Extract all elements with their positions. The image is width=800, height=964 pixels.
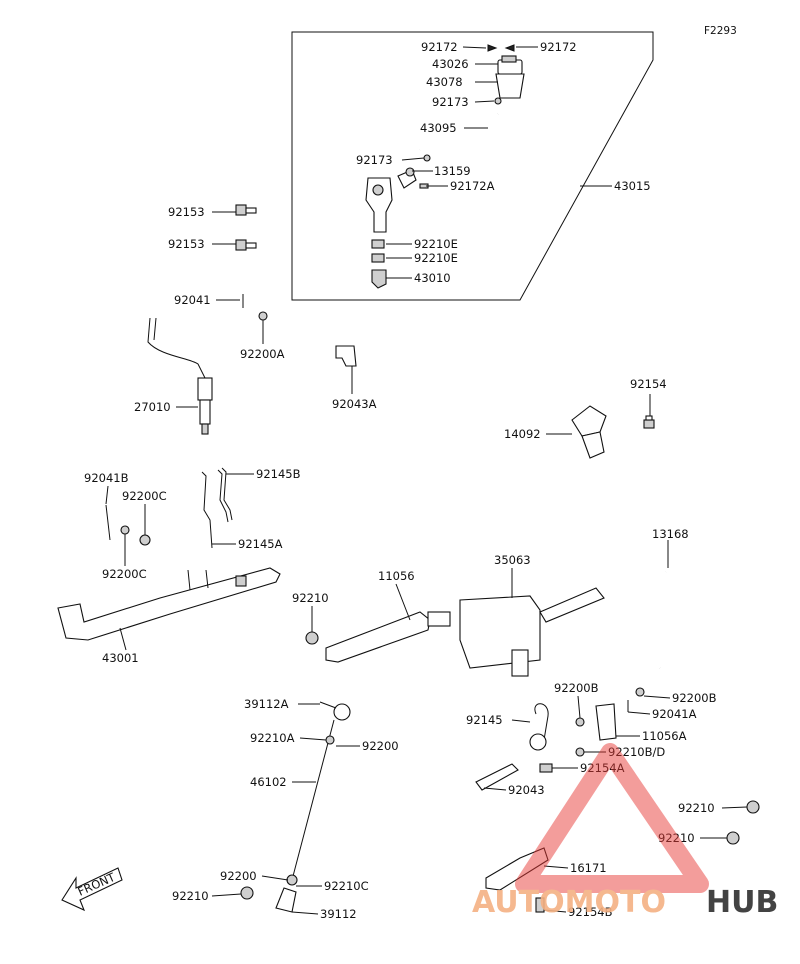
label-16171: 16171 (570, 861, 607, 875)
label-92200B-left: 92200B (554, 681, 599, 695)
nut-92210BD (575, 747, 585, 757)
label-92200B-right: 92200B (672, 691, 717, 705)
brake-switch-27010 (147, 317, 213, 435)
washer-92200B-left (575, 717, 585, 727)
bracket-92043A (335, 345, 357, 367)
lever-11056A (595, 703, 617, 741)
reservoir-body (495, 73, 525, 99)
label-92172-left: 92172 (421, 40, 458, 54)
label-92153-bottom: 92153 (168, 237, 205, 251)
joint-43010 (371, 269, 387, 289)
watermark-logo: AUTOMOTO HUB (472, 743, 778, 920)
label-14092: 14092 (504, 427, 541, 441)
label-92173-mid: 92173 (356, 153, 393, 167)
label-92154: 92154 (630, 377, 667, 391)
reservoir-cap (497, 55, 523, 75)
nut-92210-center (305, 631, 319, 645)
label-92043A: 92043A (332, 397, 377, 411)
label-92210E-top: 92210E (414, 237, 458, 251)
label-92145B: 92145B (256, 467, 301, 481)
lever-11056 (325, 611, 451, 663)
clip-92210E-b (371, 253, 385, 263)
label-92210BD: 92210B/D (608, 745, 665, 759)
pin-92043 (475, 763, 519, 791)
shaft-assembly-35063 (459, 587, 605, 677)
part-labels: 92172 92172 43026 43078 92173 43095 9217… (84, 40, 717, 921)
bolt-92154 (643, 415, 655, 429)
nut-92210-right-b (726, 831, 740, 845)
label-11056A: 11056A (642, 729, 687, 743)
brake-pedal-43001 (57, 567, 281, 641)
label-92200C-top: 92200C (122, 489, 167, 503)
label-92041B: 92041B (84, 471, 129, 485)
label-27010: 27010 (134, 400, 171, 414)
nut-92210-right-a (746, 800, 760, 814)
watermark-text-auto: AUTOMOTO (472, 885, 666, 920)
washer-92200C-a (120, 525, 130, 535)
label-43001: 43001 (102, 651, 139, 665)
watermark-triangle (515, 743, 709, 893)
label-43010: 43010 (414, 271, 451, 285)
label-92173-top: 92173 (432, 95, 469, 109)
label-13159: 13159 (434, 164, 471, 178)
label-43026: 43026 (432, 57, 469, 71)
label-46102: 46102 (250, 775, 287, 789)
master-cylinder (365, 169, 417, 233)
spring-92145 (529, 703, 549, 751)
label-92145A: 92145A (238, 537, 283, 551)
label-92200C-bottom: 92200C (102, 567, 147, 581)
label-92210-bottom: 92210 (172, 889, 209, 903)
hose-43095 (419, 113, 500, 152)
label-92210A: 92210A (250, 731, 295, 745)
label-92200A: 92200A (240, 347, 285, 361)
clip-92210E-a (371, 239, 385, 249)
label-13168: 13168 (652, 527, 689, 541)
bolt-92154B (535, 897, 545, 913)
spring-92145B (201, 467, 233, 549)
washer-92200A (258, 311, 268, 321)
rod-46102 (275, 701, 351, 913)
label-43015: 43015 (614, 179, 651, 193)
nut-92210-bottom (240, 886, 254, 900)
label-92210E-bottom: 92210E (414, 251, 458, 265)
assembly-box-43015 (291, 31, 654, 301)
label-92145: 92145 (466, 713, 503, 727)
cotter-pin-92041B (105, 504, 111, 541)
label-92172-right: 92172 (540, 40, 577, 54)
label-92210C: 92210C (324, 879, 369, 893)
cap-14092 (571, 405, 607, 459)
label-35063: 35063 (494, 553, 531, 567)
front-label: FRONT (76, 870, 118, 899)
label-39112A: 39112A (244, 697, 289, 711)
label-92210-center: 92210 (292, 591, 329, 605)
label-92154A: 92154A (580, 761, 625, 775)
diagram-ref-code: F2293 (704, 25, 737, 37)
bolt-92153-a (235, 204, 257, 216)
watermark-text-hub: HUB (706, 885, 778, 920)
label-43078: 43078 (426, 75, 463, 89)
label-92210-right-top: 92210 (678, 801, 715, 815)
label-92200-bottom: 92200 (220, 869, 257, 883)
bolt-92154A (539, 763, 553, 773)
washer-92200C-b (139, 534, 151, 546)
label-92041A: 92041A (652, 707, 697, 721)
leader-lines (105, 46, 748, 915)
label-92153-top: 92153 (168, 205, 205, 219)
bolt-92153-b (235, 239, 257, 251)
label-39112: 39112 (320, 907, 357, 921)
label-92041: 92041 (174, 293, 211, 307)
washer-92200B-right (635, 687, 645, 697)
front-arrow: FRONT (61, 867, 123, 912)
label-92200-top: 92200 (362, 739, 399, 753)
label-43095: 43095 (420, 121, 457, 135)
label-11056: 11056 (378, 569, 415, 583)
label-92154B: 92154B (568, 905, 613, 919)
label-92210-right-bottom: 92210 (658, 831, 695, 845)
label-92172A: 92172A (450, 179, 495, 193)
label-92043: 92043 (508, 783, 545, 797)
bracket-16171 (485, 847, 549, 891)
